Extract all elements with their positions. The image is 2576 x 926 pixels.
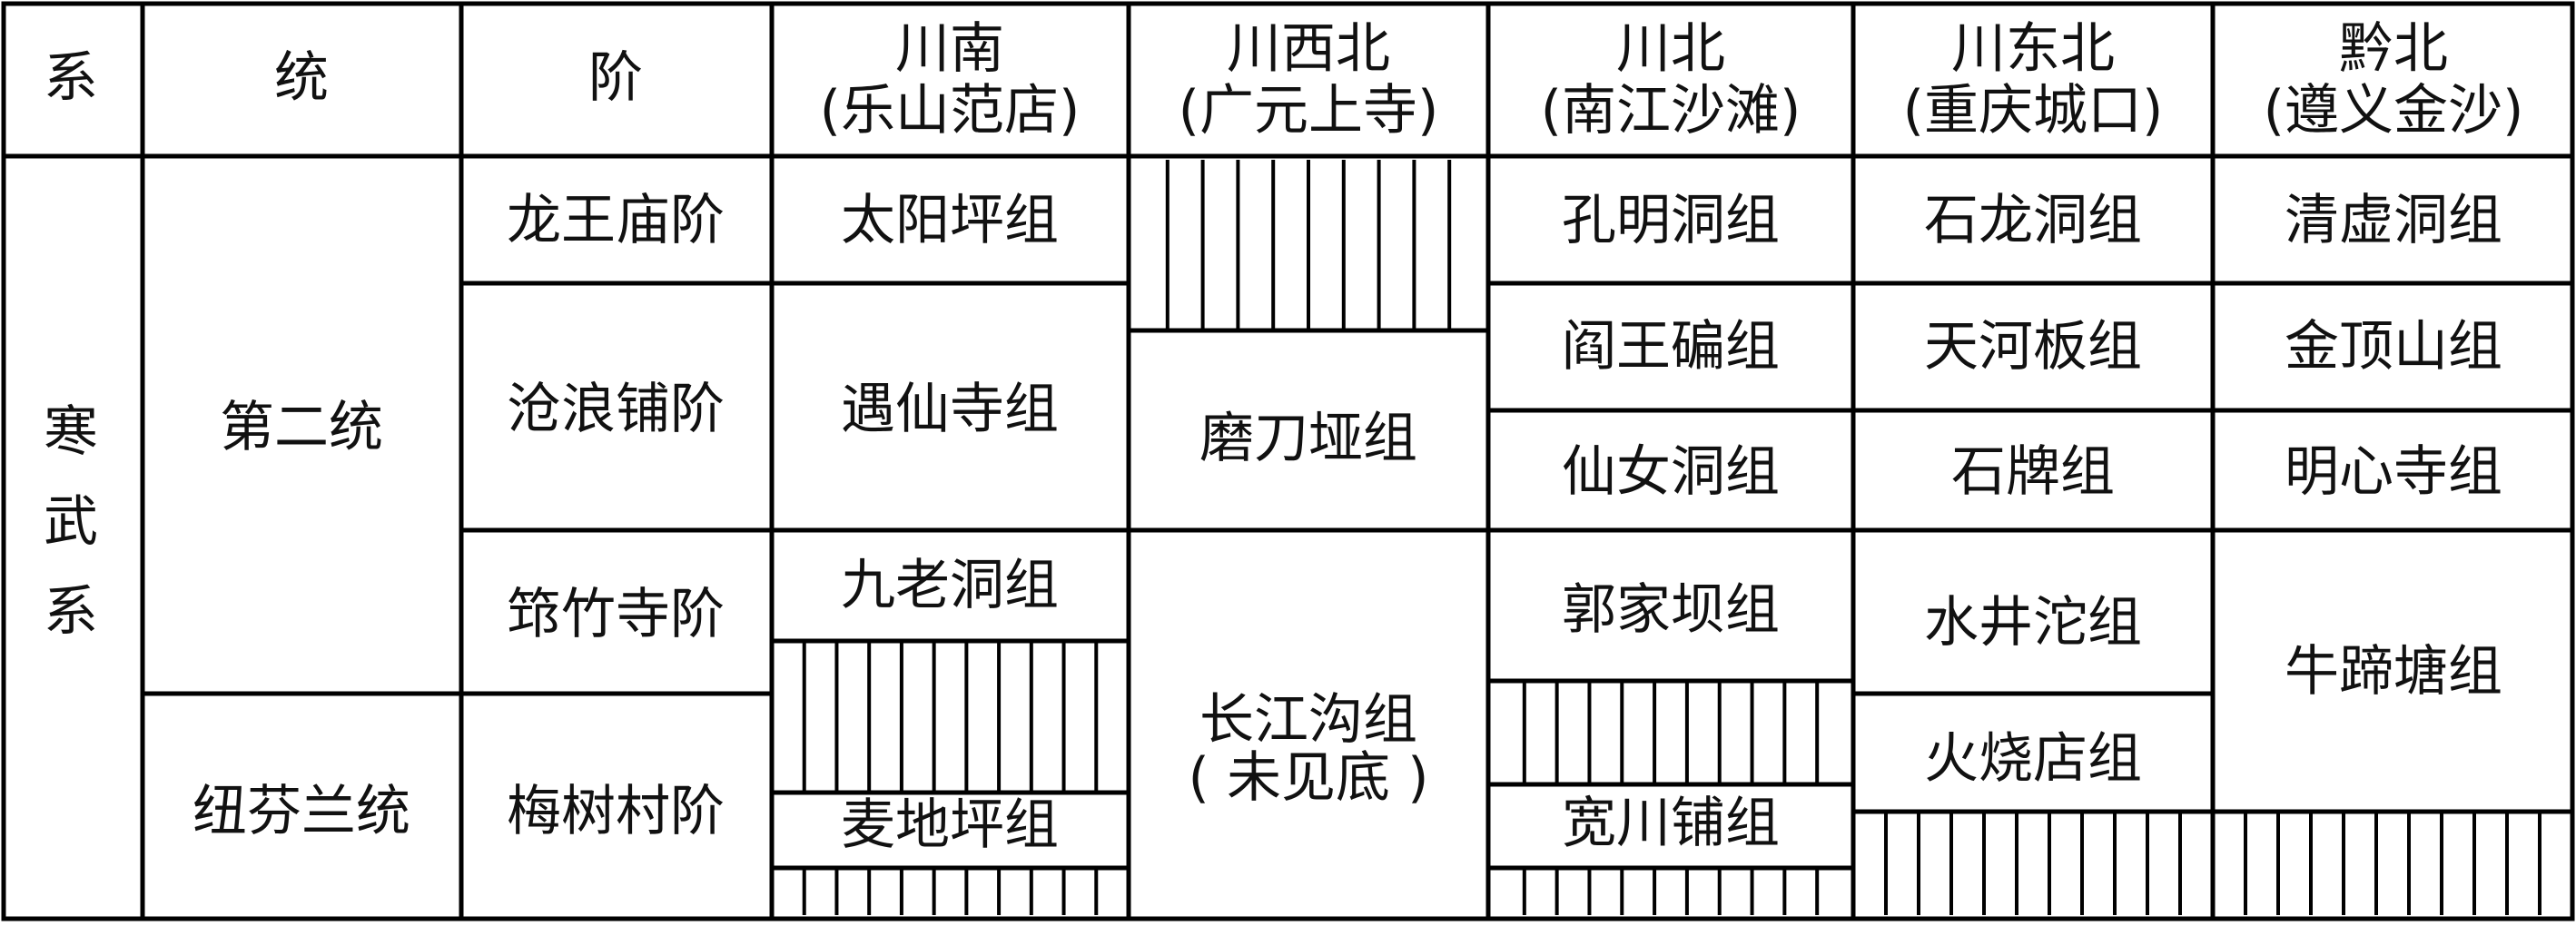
hiatus-hatch-block <box>1522 868 1820 915</box>
header-series: 统 <box>274 46 329 110</box>
header-region-chuandongbei: 川东北 <box>1951 17 2115 81</box>
formation-cell: 明心寺组 <box>2285 440 2502 504</box>
formation-cell: 太阳坪组 <box>841 189 1059 252</box>
series-second: 第二统 <box>220 396 383 459</box>
header-locality-chuandongbei: (重庆城口) <box>1903 79 2164 143</box>
formation-cell: 水井沱组 <box>1924 591 2142 655</box>
formation-cell: 宽川铺组 <box>1562 792 1780 855</box>
formation-note: ( 未见底 ) <box>1189 746 1429 810</box>
hiatus-hatch-block <box>802 641 1099 793</box>
header-locality-chuanxibei: (广元上寺) <box>1179 79 1439 143</box>
formation-cell: 天河板组 <box>1924 315 2142 379</box>
formation-cell: 遇仙寺组 <box>841 378 1059 441</box>
formation-cell: 清虚洞组 <box>2285 189 2502 252</box>
hiatus-hatch-block <box>2244 812 2541 915</box>
system-char: 系 <box>44 580 98 644</box>
hiatus-hatch-block <box>1165 160 1452 330</box>
formation-cell: 牛蹄塘组 <box>2285 640 2502 704</box>
header-region-chuanxibei: 川西北 <box>1227 17 1390 81</box>
formation-cell: 郭家坝组 <box>1562 578 1780 642</box>
stage-longwangmiao: 龙王庙阶 <box>507 189 725 252</box>
formation-cell: 石牌组 <box>1951 440 2115 504</box>
hiatus-hatching <box>802 160 2541 915</box>
formation-cell: 孔明洞组 <box>1562 189 1780 252</box>
stage-meishucun: 梅树村阶 <box>507 780 725 843</box>
formation-cell: 阎王碥组 <box>1562 315 1780 379</box>
header-system: 系 <box>44 46 98 110</box>
formation-cell: 九老洞组 <box>841 554 1059 617</box>
header-locality-chuannan: (乐山范店) <box>820 79 1081 143</box>
hiatus-hatch-block <box>1884 812 2182 915</box>
stage-qiongzhusi: 筇竹寺阶 <box>507 583 725 646</box>
formation-cell: 磨刀垭组 <box>1199 407 1417 470</box>
formation-cell: 火烧店组 <box>1924 727 2142 791</box>
series-terreneuvian: 纽芬兰统 <box>192 780 410 843</box>
formation-cell: 金顶山组 <box>2285 315 2502 379</box>
formation-cell: 长江沟组 <box>1199 688 1417 752</box>
formation-cell: 麦地坪组 <box>841 793 1059 857</box>
formation-cell: 石龙洞组 <box>1924 189 2142 252</box>
hiatus-hatch-block <box>802 868 1099 915</box>
header-locality-chuanbei: (南江沙滩) <box>1541 79 1801 143</box>
header-region-chuanbei: 川北 <box>1616 17 1725 81</box>
hiatus-hatch-block <box>1522 681 1820 784</box>
header-region-qianbei: 黔北 <box>2339 17 2448 81</box>
header-region-chuannan: 川南 <box>895 17 1004 81</box>
stage-canglangpu: 沧浪铺阶 <box>507 378 725 441</box>
header-locality-qianbei: (遵义金沙) <box>2264 79 2524 143</box>
system-char: 寒 <box>44 400 98 464</box>
header-stage: 阶 <box>588 46 643 110</box>
system-char: 武 <box>44 490 98 554</box>
formation-cell: 仙女洞组 <box>1562 440 1780 504</box>
